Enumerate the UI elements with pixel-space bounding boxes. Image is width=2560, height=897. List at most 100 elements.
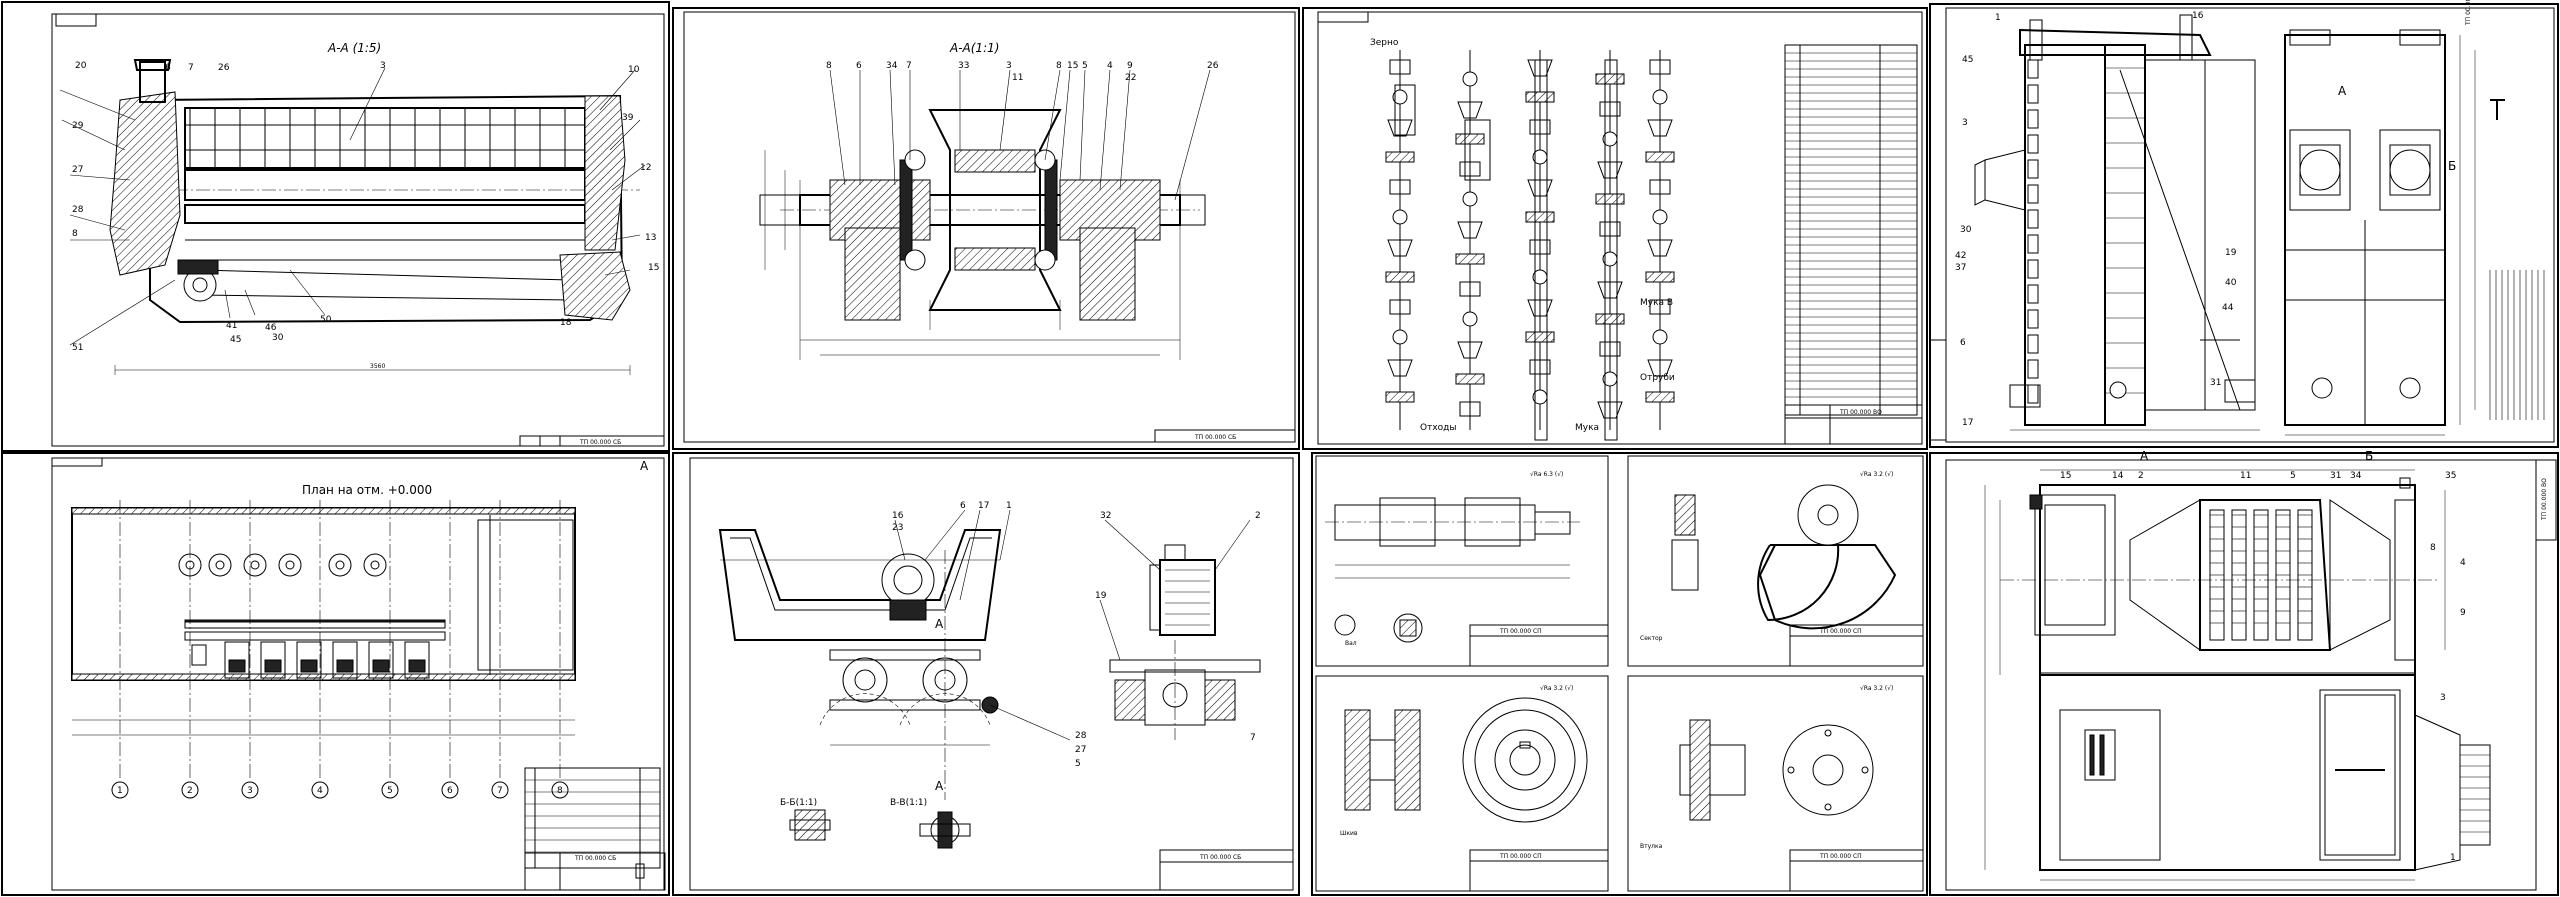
b1-axis: 1 xyxy=(117,786,123,796)
svg-text:ТП 00.000 ВО: ТП 00.000 ВО xyxy=(2541,478,2548,521)
b2-mark-a: А xyxy=(935,779,944,793)
a1-callout: 28 xyxy=(72,205,84,215)
a1-callout: 6 xyxy=(165,63,171,73)
a2-callout: 3 xyxy=(1006,61,1012,71)
b2-callout: 23 xyxy=(892,523,903,533)
b4-callout: 3 xyxy=(2440,693,2446,703)
a1-callout: 46 xyxy=(265,323,277,333)
sheet-a2: А-А(1:1) xyxy=(672,7,1300,450)
a1-callout: 18 xyxy=(560,318,572,328)
b2-callout: 28 xyxy=(1075,731,1087,741)
a3-note: Мука xyxy=(1575,423,1599,433)
a3-note: Отруби xyxy=(1640,373,1675,383)
a2-view-label: А-А(1:1) xyxy=(949,41,999,55)
a1-callout: 3 xyxy=(380,61,386,71)
b2-callout: 16 xyxy=(892,511,904,521)
a1-callout: 30 xyxy=(272,333,284,343)
a1-callout: 12 xyxy=(640,163,651,173)
a2-callout: 4 xyxy=(1107,61,1113,71)
b2-callout: 19 xyxy=(1095,591,1107,601)
a4-callout: 40 xyxy=(2225,278,2237,288)
sheet-b3: Вал √Ra 6.3 (√) ТП 00.000 СП √Ra 3.2 (√)… xyxy=(1311,452,1928,896)
a2-callout: 6 xyxy=(856,61,862,71)
b3-rough4: √Ra 3.2 (√) xyxy=(1860,685,1893,692)
a3-note: Зерно xyxy=(1370,38,1399,48)
a1-callout: 7 xyxy=(188,63,194,73)
b3-tb3: ТП 00.000 СП xyxy=(1499,853,1542,860)
a3-note: Отходы xyxy=(1420,423,1457,433)
a4-callout: 31 xyxy=(2210,378,2221,388)
a2-callout: 8 xyxy=(826,61,832,71)
b4-callout: 15 xyxy=(2060,471,2071,481)
b4-callout: 8 xyxy=(2430,543,2436,553)
b4-callout: 4 xyxy=(2460,558,2466,568)
b4-callout: 9 xyxy=(2460,608,2466,618)
b2-callout: 5 xyxy=(1075,759,1081,769)
b3-part2: Сектор xyxy=(1640,635,1663,642)
b3-rough3: √Ra 3.2 (√) xyxy=(1540,685,1573,692)
a1-callout: 27 xyxy=(72,165,83,175)
b4-callout: 2 xyxy=(2138,471,2144,481)
b1-title: План на отм. +0.000 xyxy=(302,483,432,497)
b2-section-b: Б-Б(1:1) xyxy=(780,798,817,808)
svg-text:ТП 00.000 СБ: ТП 00.000 СБ xyxy=(2465,0,2472,26)
b3-rough2: √Ra 3.2 (√) xyxy=(1860,471,1893,478)
b1-axis: 4 xyxy=(317,786,323,796)
b3-part3: Шкив xyxy=(1340,830,1358,837)
a1-title-block: ТП 00.000 СБ xyxy=(579,439,621,446)
a1-callout: 29 xyxy=(72,121,84,131)
sheet-b2: Б-Б(1:1) В-В(1:1) А А ТП 00.000 СБ 16236… xyxy=(672,452,1300,896)
b2-callout: 1 xyxy=(1006,501,1012,511)
b1-axis: 5 xyxy=(387,786,393,796)
b2-title-block: ТП 00.000 СБ xyxy=(1199,854,1241,861)
b1-axis: 6 xyxy=(447,786,453,796)
b1-axis: 8 xyxy=(557,786,563,796)
b2-section-v: В-В(1:1) xyxy=(890,798,927,808)
a2-callout: 7 xyxy=(906,61,912,71)
a4-callout: 45 xyxy=(1962,55,1973,65)
a4-callout: 16 xyxy=(2192,11,2204,21)
b1-axis: 2 xyxy=(187,786,193,796)
b4-callout: 11 xyxy=(2240,471,2251,481)
b1-title-block: ТП 00.000 СБ xyxy=(574,855,616,862)
a1-callout: 50 xyxy=(320,315,332,325)
a1-callout: 41 xyxy=(226,321,237,331)
a1-callout: 10 xyxy=(628,65,640,75)
a1-callout: 51 xyxy=(72,343,83,353)
sheet-a1: А-А (1:5) 3560 xyxy=(1,1,670,452)
a2-callout: 34 xyxy=(886,61,898,71)
a2-callout: 5 xyxy=(1082,61,1088,71)
b3-tb4: ТП 00.000 СП xyxy=(1819,853,1862,860)
a4-callout: 44 xyxy=(2222,303,2234,313)
b4-mark-a: А xyxy=(2140,449,2149,463)
a1-callout: 15 xyxy=(648,263,659,273)
a1-callout: 39 xyxy=(622,113,634,123)
b2-mark-a2: А xyxy=(935,617,944,631)
a4-mark-b: Б xyxy=(2448,159,2456,173)
b2-callout: 27 xyxy=(1075,745,1086,755)
b4-callout: 1 xyxy=(2450,853,2456,863)
a4-callout: 6 xyxy=(1960,338,1966,348)
b3-tb2: ТП 00.000 СП xyxy=(1819,628,1862,635)
a2-callout: 26 xyxy=(1207,61,1219,71)
a4-callout: 3 xyxy=(1962,118,1968,128)
a1-callout: 45 xyxy=(230,335,241,345)
b3-rough1: √Ra 6.3 (√) xyxy=(1530,471,1563,478)
b1-axis: 3 xyxy=(247,786,253,796)
a2-callout: 15 xyxy=(1067,61,1078,71)
b2-callout: 7 xyxy=(1250,733,1256,743)
a4-callout: 1 xyxy=(1995,13,2001,23)
a2-callout: 8 xyxy=(1056,61,1062,71)
b4-callout: 35 xyxy=(2445,471,2456,481)
b1-mark: А xyxy=(640,459,649,473)
a4-callout: 19 xyxy=(2225,248,2237,258)
b3-part1: Вал xyxy=(1345,640,1357,647)
a4-callout: 42 xyxy=(1955,251,1966,261)
b2-callout: 17 xyxy=(978,501,989,511)
a4-mark-a: А xyxy=(2338,84,2347,98)
b4-callout: 14 xyxy=(2112,471,2124,481)
b4-callout: 5 xyxy=(2290,471,2296,481)
